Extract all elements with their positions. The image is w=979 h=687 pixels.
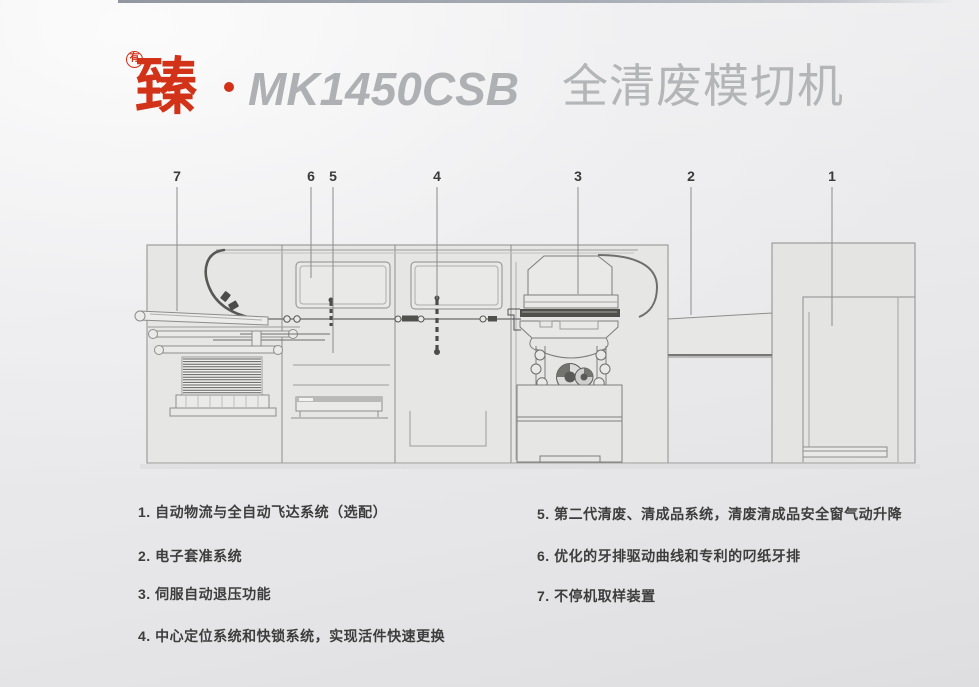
transfer-section (667, 312, 773, 358)
die-cutting-station (507, 255, 623, 463)
stripping-sections (291, 295, 487, 447)
top-divider-line (118, 0, 956, 3)
safety-windows (295, 261, 503, 310)
feature-item-3: 3. 伺服自动退压功能 (138, 586, 272, 602)
callout-leaders (176, 187, 833, 353)
callout-numbers-row: 7 6 5 4 3 2 1 (173, 168, 836, 184)
brand-character: 臻 (135, 53, 198, 122)
model-name: MK1450CSB (248, 63, 519, 115)
callout-number: 1 (828, 168, 836, 184)
feature-item-2: 2. 电子套准系统 (138, 548, 243, 564)
callout-number: 5 (329, 168, 337, 184)
brand-stamp: 有 (126, 51, 143, 68)
feeder-section (771, 242, 916, 464)
callout-number: 7 (173, 168, 181, 184)
callout-number: 6 (307, 168, 315, 184)
feature-item-4: 4. 中心定位系统和快锁系统，实现活件快速更换 (138, 628, 446, 644)
feature-item-6: 6. 优化的牙排驱动曲线和专利的叼纸牙排 (537, 548, 801, 564)
callout-number: 4 (433, 168, 441, 184)
feature-item-5: 5. 第二代清废、清成品系统，清废清成品安全窗气动升降 (537, 506, 903, 522)
delivery-section (134, 310, 330, 417)
callout-number: 3 (574, 168, 582, 184)
title-separator-dot (224, 82, 234, 92)
feature-item-1: 1. 自动物流与全自动飞达系统（选配） (138, 504, 388, 520)
product-name: 全清废模切机 (562, 60, 844, 112)
gripper-chain (204, 248, 659, 323)
feature-item-7: 7. 不停机取样装置 (537, 588, 656, 604)
callout-number: 2 (687, 168, 695, 184)
ground-line (140, 462, 920, 469)
